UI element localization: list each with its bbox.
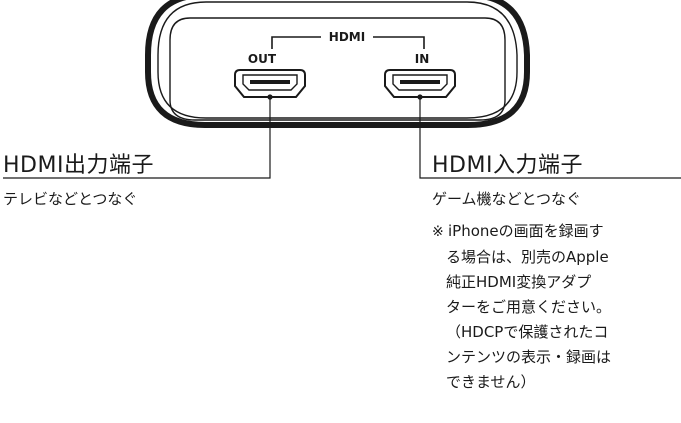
note-line: る場合は、別売のApple bbox=[446, 248, 609, 266]
iphone-note: ※iPhoneの画面を録画す る場合は、別売のApple 純正HDMI変換アダプ… bbox=[432, 219, 681, 395]
port-panel bbox=[169, 17, 506, 121]
note-mark: ※ bbox=[432, 224, 444, 240]
note-line: ターをご用意ください。 bbox=[446, 298, 612, 316]
note-line: （HDCPで保護されたコ bbox=[446, 323, 609, 341]
hdmi-out-connector-icon bbox=[234, 69, 306, 98]
note-line: ※iPhoneの画面を録画す bbox=[432, 219, 681, 245]
hdmi-in-connector-icon bbox=[384, 69, 456, 98]
output-port-description: テレビなどとつなぐ bbox=[3, 190, 138, 208]
input-port-heading: HDMI入力端子 bbox=[432, 153, 583, 178]
out-port-label: OUT bbox=[248, 52, 277, 66]
input-port-description: ゲーム機などとつなぐ bbox=[432, 190, 581, 208]
output-port-heading: HDMI出力端子 bbox=[3, 153, 154, 178]
note-line: ンテンツの表示・録画は bbox=[446, 348, 612, 366]
hdmi-bracket-right bbox=[373, 36, 425, 49]
output-leader-line bbox=[3, 94, 273, 179]
in-port-label: IN bbox=[415, 52, 430, 66]
hdmi-group-label: HDMI bbox=[329, 30, 365, 44]
device-inner-outline bbox=[157, 1, 518, 119]
note-line: 純正HDMI変換アダプ bbox=[446, 273, 592, 291]
input-leader-line bbox=[417, 94, 681, 179]
hdmi-bracket bbox=[271, 36, 321, 49]
note-line: できません） bbox=[446, 373, 536, 391]
device-outer-outline bbox=[145, 0, 530, 128]
